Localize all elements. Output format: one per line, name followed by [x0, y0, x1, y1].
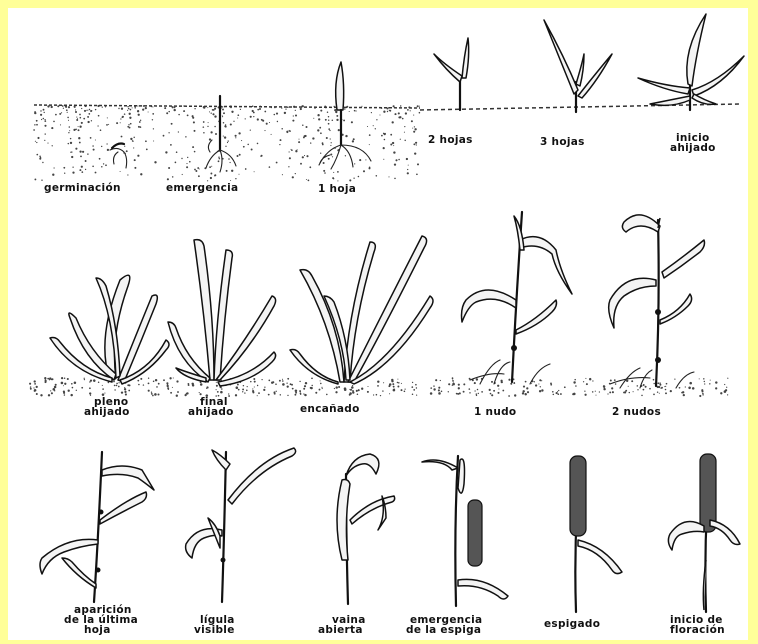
growth-stages-diagram: germinación emergencia 1 hoja 2 hojas 3 …: [8, 8, 748, 640]
label-un-nudo: 1 nudo: [474, 406, 516, 418]
diagram-canvas: germinación emergencia 1 hoja 2 hojas 3 …: [8, 8, 748, 640]
plant-inicio-ahijado: [638, 14, 744, 110]
plant-final-ahijado: [168, 240, 276, 386]
label-una-hoja: 1 hoja: [318, 183, 356, 195]
plant-vaina-abierta: [337, 454, 395, 604]
label-dos-nudos: 2 nudos: [612, 406, 661, 418]
label-tres-hojas: 3 hojas: [540, 136, 585, 148]
label-vaina-2: abierta: [318, 624, 363, 636]
plant-pleno-ahijado: [50, 275, 169, 384]
plant-dos-hojas: [434, 38, 469, 110]
label-final-ahijado-2: ahijado: [188, 406, 234, 418]
plant-encanado: [290, 236, 433, 384]
plant-emergencia-espiga: [422, 456, 508, 606]
label-ligula-2: visible: [194, 624, 235, 636]
label-emergencia: emergencia: [166, 182, 238, 194]
plant-dos-nudos: [609, 215, 705, 388]
label-inicio-ahijado-2: ahijado: [670, 142, 716, 154]
label-germinacion: germinación: [44, 182, 121, 194]
plant-tres-hojas: [544, 20, 612, 112]
label-pleno-ahijado-2: ahijado: [84, 406, 130, 418]
label-dos-hojas: 2 hojas: [428, 134, 473, 146]
plant-espigado: [570, 456, 622, 612]
label-encanado: encañado: [300, 403, 360, 415]
soil-strip-row1: [33, 104, 740, 184]
plant-ligula-visible: [186, 448, 296, 602]
label-aparicion-3: hoja: [84, 624, 111, 636]
plant-un-nudo: [462, 212, 573, 384]
label-emergencia-espiga-2: de la espiga: [406, 624, 481, 636]
plant-aparicion-ultima-hoja: [40, 452, 154, 602]
plant-inicio-floracion: [668, 454, 740, 612]
label-inicio-floracion-2: floración: [670, 624, 725, 636]
label-espigado: espigado: [544, 618, 600, 630]
